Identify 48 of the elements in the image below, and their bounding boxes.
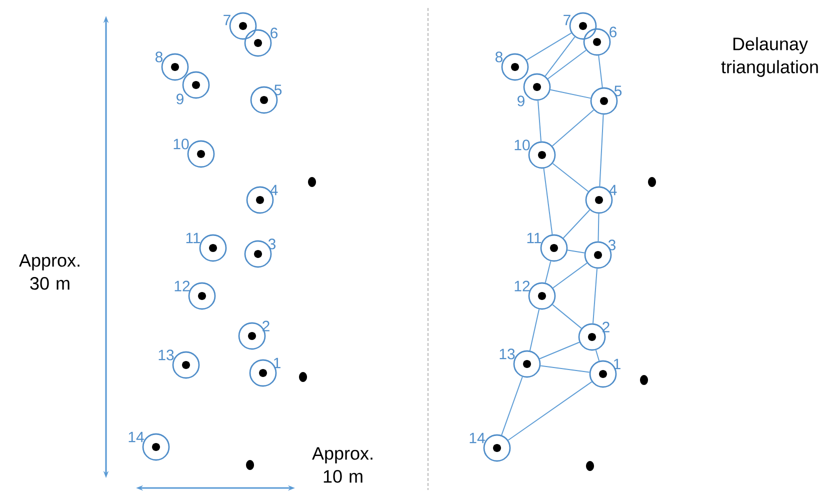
triangle-edge xyxy=(526,32,572,60)
tree-number: 10 xyxy=(514,140,530,150)
triangle-edge xyxy=(543,168,553,235)
tree-number: 13 xyxy=(158,350,174,360)
triangle-edge xyxy=(599,114,604,187)
triangle-edge xyxy=(544,260,552,284)
triangle-edge xyxy=(598,55,603,88)
tree-number: 1 xyxy=(274,358,280,368)
triangle-edge xyxy=(539,342,580,360)
tree-number: 12 xyxy=(174,280,190,292)
tree-number: 13 xyxy=(500,348,515,360)
tree-number: 11 xyxy=(527,232,542,244)
tree-number: 4 xyxy=(270,184,278,196)
tree-number: 10 xyxy=(174,138,189,150)
triangle-edge xyxy=(544,36,576,77)
tree-number: 12 xyxy=(514,280,530,292)
tree-number: 8 xyxy=(156,52,163,62)
tree-number: 9 xyxy=(518,96,524,106)
dimension-label: Approx. 30 m xyxy=(19,254,80,290)
triangle-edge xyxy=(595,350,600,362)
tree-number: 6 xyxy=(270,28,278,38)
triangle-edge xyxy=(552,110,594,146)
triangle-edge xyxy=(552,304,582,329)
tree-number: 1 xyxy=(614,358,620,370)
tree-number: 11 xyxy=(186,232,200,244)
tree-number: 14 xyxy=(128,432,144,442)
tree-number: 14 xyxy=(470,432,485,444)
triangle-edge xyxy=(501,376,523,436)
triangle-edge xyxy=(547,50,587,80)
triangle-edge xyxy=(538,100,542,142)
triangle-edge xyxy=(540,365,590,373)
triangle-edge xyxy=(592,268,598,324)
dimension-label: Approx. 10 m xyxy=(312,447,372,483)
tree-number: 7 xyxy=(564,14,570,26)
triangle-edge xyxy=(508,381,592,441)
tree-number: 7 xyxy=(224,14,230,26)
triangle-edge xyxy=(552,262,588,288)
triangle-edge xyxy=(562,210,590,238)
panel-title: Delaunay triangulation xyxy=(721,37,818,77)
triangle-edge xyxy=(598,213,600,242)
tree-number: 6 xyxy=(610,26,617,38)
triangle-edge xyxy=(552,162,589,192)
tree-number: 9 xyxy=(176,94,184,104)
triangle-edge xyxy=(567,250,585,254)
triangle-edge xyxy=(529,308,540,352)
tree-number: 8 xyxy=(496,52,503,62)
triangle-edge xyxy=(550,89,592,99)
tree-number: 4 xyxy=(609,184,617,196)
